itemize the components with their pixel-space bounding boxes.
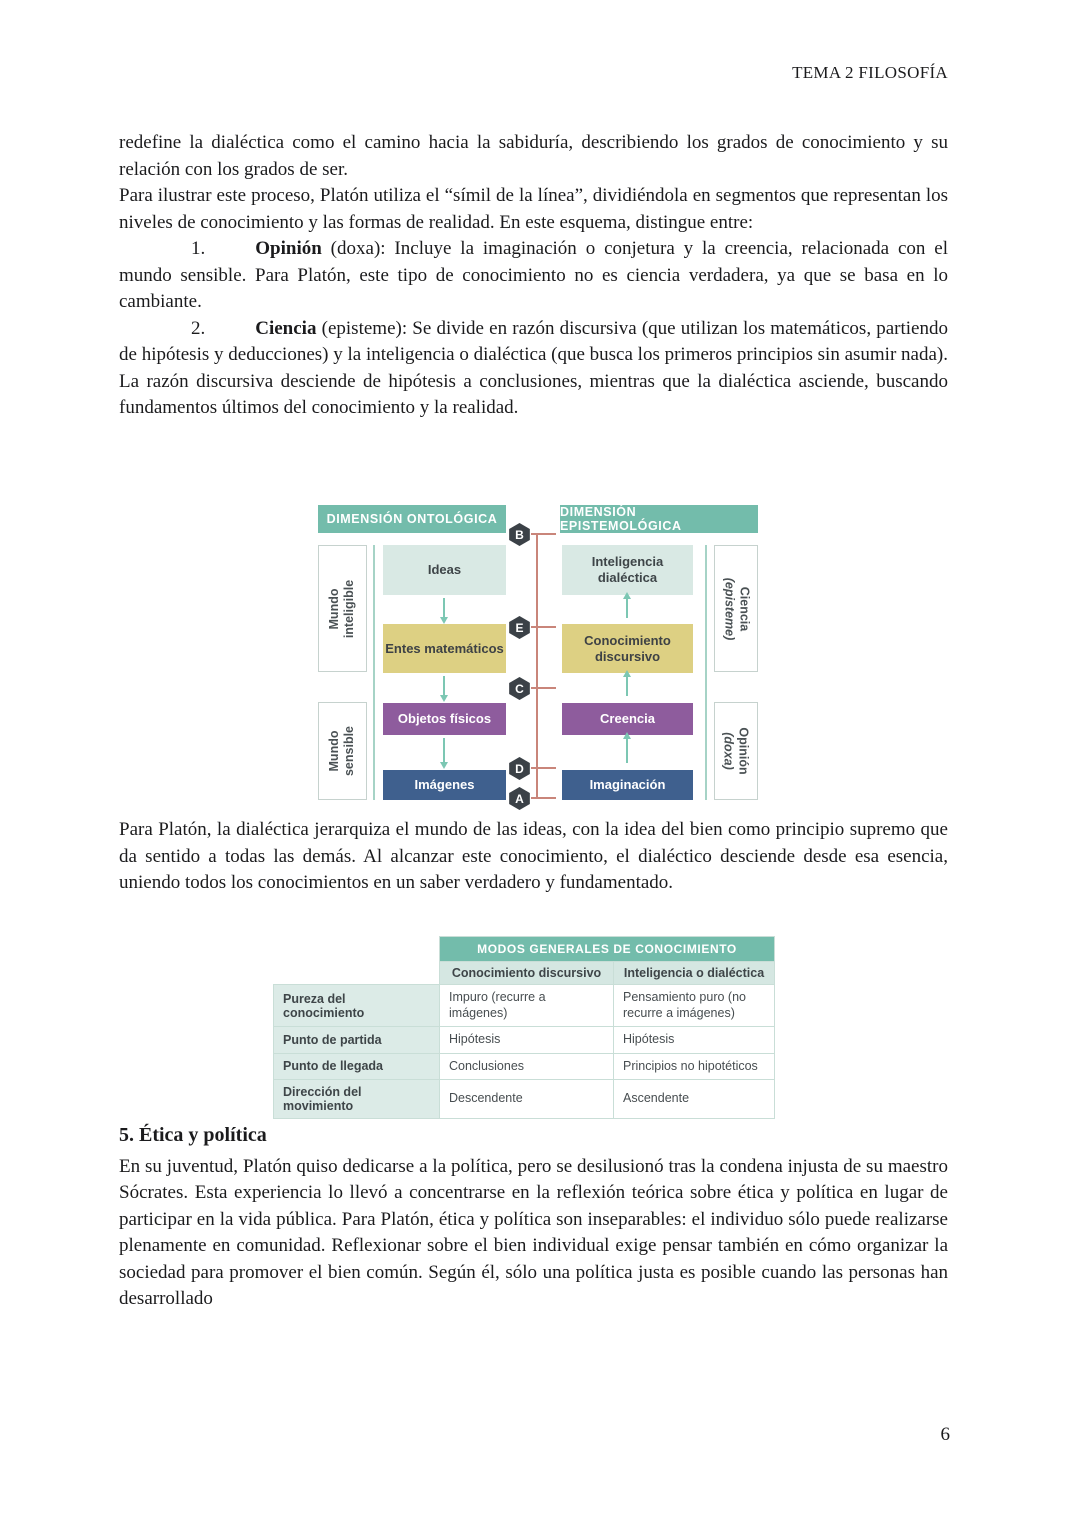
list-term: Ciencia bbox=[255, 317, 317, 339]
table-row-label: Dirección del movimiento bbox=[273, 1079, 440, 1119]
box-imagenes: Imágenes bbox=[383, 770, 506, 800]
divided-line-diagram: DIMENSIÓN ONTOLÓGICA DIMENSIÓN EPISTEMOL… bbox=[318, 505, 758, 812]
label-line: (episteme) bbox=[722, 577, 736, 640]
label-line: Ciencia bbox=[737, 586, 751, 631]
table-cell: Pensamiento puro (no recurre a imágenes) bbox=[612, 984, 776, 1027]
box-inteligencia-dialectica: Inteligencia dialéctica bbox=[562, 545, 693, 595]
segment-tick bbox=[531, 533, 556, 535]
segment-tick bbox=[531, 687, 556, 689]
list-item-opinion: 1. Opinión (doxa): Incluye la imaginación… bbox=[119, 236, 948, 316]
page-number: 6 bbox=[940, 1424, 951, 1445]
divided-line bbox=[536, 534, 538, 798]
down-arrow bbox=[439, 598, 448, 624]
up-arrow bbox=[622, 592, 631, 618]
upper-text-block: redefine la dialéctica como el camino ha… bbox=[119, 130, 948, 422]
body-paragraph: Para ilustrar este proceso, Platón utili… bbox=[119, 185, 948, 233]
box-entes-matematicos: Entes matemáticos bbox=[383, 624, 506, 673]
label-line: Mundo bbox=[327, 730, 342, 772]
table-row-label: Pureza del conocimiento bbox=[273, 984, 440, 1027]
box-imaginacion: Imaginación bbox=[562, 770, 693, 800]
middle-text-block: Para Platón, la dialéctica jerarquiza el… bbox=[119, 817, 948, 897]
section-heading: 5. Ética y política bbox=[119, 1124, 267, 1146]
label-ciencia-episteme: Ciencia(episteme) bbox=[714, 545, 758, 672]
box-conocimiento-discursivo: Conocimiento discursivo bbox=[562, 624, 693, 673]
table-cell: Descendente bbox=[439, 1079, 614, 1119]
list-text: (episteme): Se divide en razón discursiv… bbox=[119, 317, 948, 419]
epistemological-dimension-header: DIMENSIÓN EPISTEMOLÓGICA bbox=[560, 505, 758, 533]
segment-badge-d: D bbox=[509, 757, 530, 780]
knowledge-modes-table: MODOS GENERALES DE CONOCIMIENTO Conocimi… bbox=[273, 936, 776, 1119]
table-row: Punto de llegada Conclusiones Principios… bbox=[273, 1052, 776, 1080]
segment-badge-b: B bbox=[509, 523, 530, 546]
segment-badge-a: A bbox=[509, 787, 530, 810]
list-text: (doxa): Incluye la imaginación o conjetu… bbox=[119, 238, 948, 312]
label-line: inteligible bbox=[342, 579, 357, 638]
table-cell: Impuro (recurre a imágenes) bbox=[439, 984, 614, 1027]
up-arrow bbox=[622, 670, 631, 696]
table-cell: Conclusiones bbox=[439, 1052, 614, 1080]
down-arrow bbox=[439, 738, 448, 769]
segment-badge-c: C bbox=[509, 677, 530, 700]
label-line: sensible bbox=[342, 725, 357, 777]
segment-tick bbox=[531, 767, 556, 769]
table-cell: Ascendente bbox=[612, 1079, 776, 1119]
list-item-ciencia: 2. Ciencia (episteme): Se divide en razón… bbox=[119, 316, 948, 422]
table-cell: Hipótesis bbox=[612, 1026, 776, 1054]
table-row: Pureza del conocimiento Impuro (recurre … bbox=[273, 984, 776, 1027]
segment-tick bbox=[531, 797, 556, 799]
label-line: Opinión bbox=[737, 727, 751, 775]
body-paragraph: redefine la dialéctica como el camino ha… bbox=[119, 132, 948, 180]
column-rule bbox=[705, 545, 707, 800]
ontological-dimension-header: DIMENSIÓN ONTOLÓGICA bbox=[318, 505, 506, 533]
table-spacer bbox=[274, 937, 440, 962]
box-ideas: Ideas bbox=[383, 545, 506, 595]
segment-badge-e: E bbox=[509, 616, 530, 639]
down-arrow bbox=[439, 676, 448, 702]
table-cell: Hipótesis bbox=[439, 1026, 614, 1054]
label-line: Mundo bbox=[327, 588, 342, 629]
table-cell: Principios no hipotéticos bbox=[612, 1052, 776, 1080]
section-etica-politica: 5. Ética y política En su juventud, Plat… bbox=[119, 1122, 948, 1313]
table-row-label: Punto de llegada bbox=[273, 1052, 440, 1080]
table-title: MODOS GENERALES DE CONOCIMIENTO bbox=[438, 936, 776, 962]
segment-tick bbox=[531, 626, 556, 628]
column-rule bbox=[373, 545, 375, 800]
list-number: 2. bbox=[191, 317, 206, 339]
label-opinion-doxa: Opinión(doxa) bbox=[714, 702, 758, 800]
up-arrow bbox=[622, 732, 631, 763]
table-row-label: Punto de partida bbox=[273, 1026, 440, 1054]
page-header: TEMA 2 FILOSOFÍA bbox=[792, 63, 948, 82]
box-creencia: Creencia bbox=[562, 703, 693, 735]
table-spacer bbox=[274, 962, 440, 985]
table-col-header: Conocimiento discursivo bbox=[439, 961, 614, 985]
list-term: Opinión bbox=[255, 238, 322, 259]
label-line: (doxa) bbox=[722, 732, 736, 770]
body-paragraph: Para Platón, la dialéctica jerarquiza el… bbox=[119, 819, 948, 893]
list-number: 1. bbox=[191, 238, 206, 259]
table-col-header: Inteligencia o dialéctica bbox=[612, 961, 776, 985]
body-paragraph: En su juventud, Platón quiso dedicarse a… bbox=[119, 1155, 948, 1310]
table-row: Dirección del movimiento Descendente Asc… bbox=[273, 1079, 776, 1119]
table-row: Punto de partida Hipótesis Hipótesis bbox=[273, 1026, 776, 1054]
box-objetos-fisicos: Objetos físicos bbox=[383, 703, 506, 735]
